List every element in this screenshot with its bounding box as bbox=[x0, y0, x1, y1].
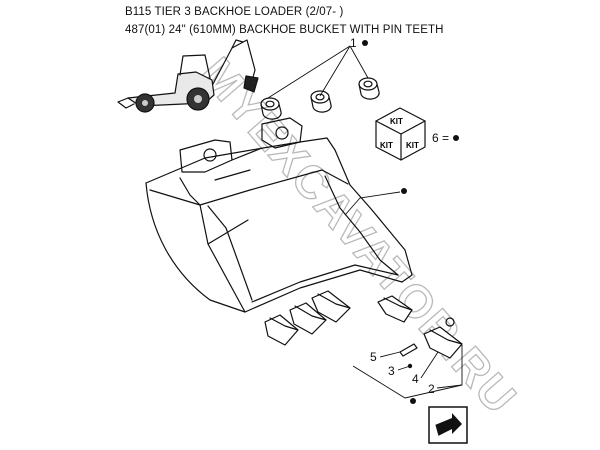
kit-label-top: KIT bbox=[390, 117, 403, 126]
tooth-adapter bbox=[377, 295, 413, 323]
group-bracket bbox=[352, 365, 463, 399]
bushing bbox=[310, 90, 332, 113]
page-subtitle: 487(01) 24" (610MM) BACKHOE BUCKET WITH … bbox=[125, 24, 444, 36]
retaining-pin bbox=[399, 343, 418, 357]
callout-4: 4 bbox=[412, 351, 439, 386]
bucket-teeth bbox=[264, 290, 351, 346]
page-title: B115 TIER 3 BACKHOE LOADER (2/07- ) bbox=[125, 6, 344, 18]
backhoe-loader-icon bbox=[117, 39, 259, 113]
watermark: MYEXCAVATOR.RU bbox=[190, 47, 528, 425]
tooth bbox=[264, 314, 299, 346]
tooth bbox=[311, 290, 351, 323]
callout-dot bbox=[362, 40, 368, 46]
callout-dot bbox=[453, 135, 459, 141]
callout-2-label: 2 bbox=[428, 382, 435, 396]
bushing-set bbox=[260, 45, 380, 120]
watermark-text: MYEXCAVATOR.RU bbox=[190, 47, 527, 424]
kit-box-icon: KIT KIT KIT bbox=[375, 107, 426, 161]
callout-3-label: 3 bbox=[388, 364, 395, 378]
callout-bucket-dot bbox=[401, 188, 407, 194]
callout-4-label: 4 bbox=[412, 372, 419, 386]
bushing bbox=[260, 97, 282, 120]
tooth bbox=[289, 302, 327, 335]
callout-dot bbox=[401, 188, 407, 194]
kit-label-left: KIT bbox=[380, 141, 393, 150]
callout-5: 5 bbox=[370, 350, 401, 364]
bushing bbox=[358, 77, 380, 100]
callout-6-label: 6 = bbox=[432, 131, 449, 145]
callout-6: 6 = bbox=[432, 131, 459, 145]
callout-5-label: 5 bbox=[370, 350, 377, 364]
backhoe-bucket bbox=[145, 117, 413, 313]
callout-3: 3 bbox=[388, 363, 413, 378]
kit-label-right: KIT bbox=[406, 141, 419, 150]
next-page-arrow-icon[interactable] bbox=[428, 406, 468, 444]
callout-1-label: 1 bbox=[350, 36, 357, 50]
callout-dot bbox=[410, 398, 416, 404]
callout-1: 1 bbox=[350, 36, 368, 50]
replacement-tooth bbox=[423, 317, 463, 359]
